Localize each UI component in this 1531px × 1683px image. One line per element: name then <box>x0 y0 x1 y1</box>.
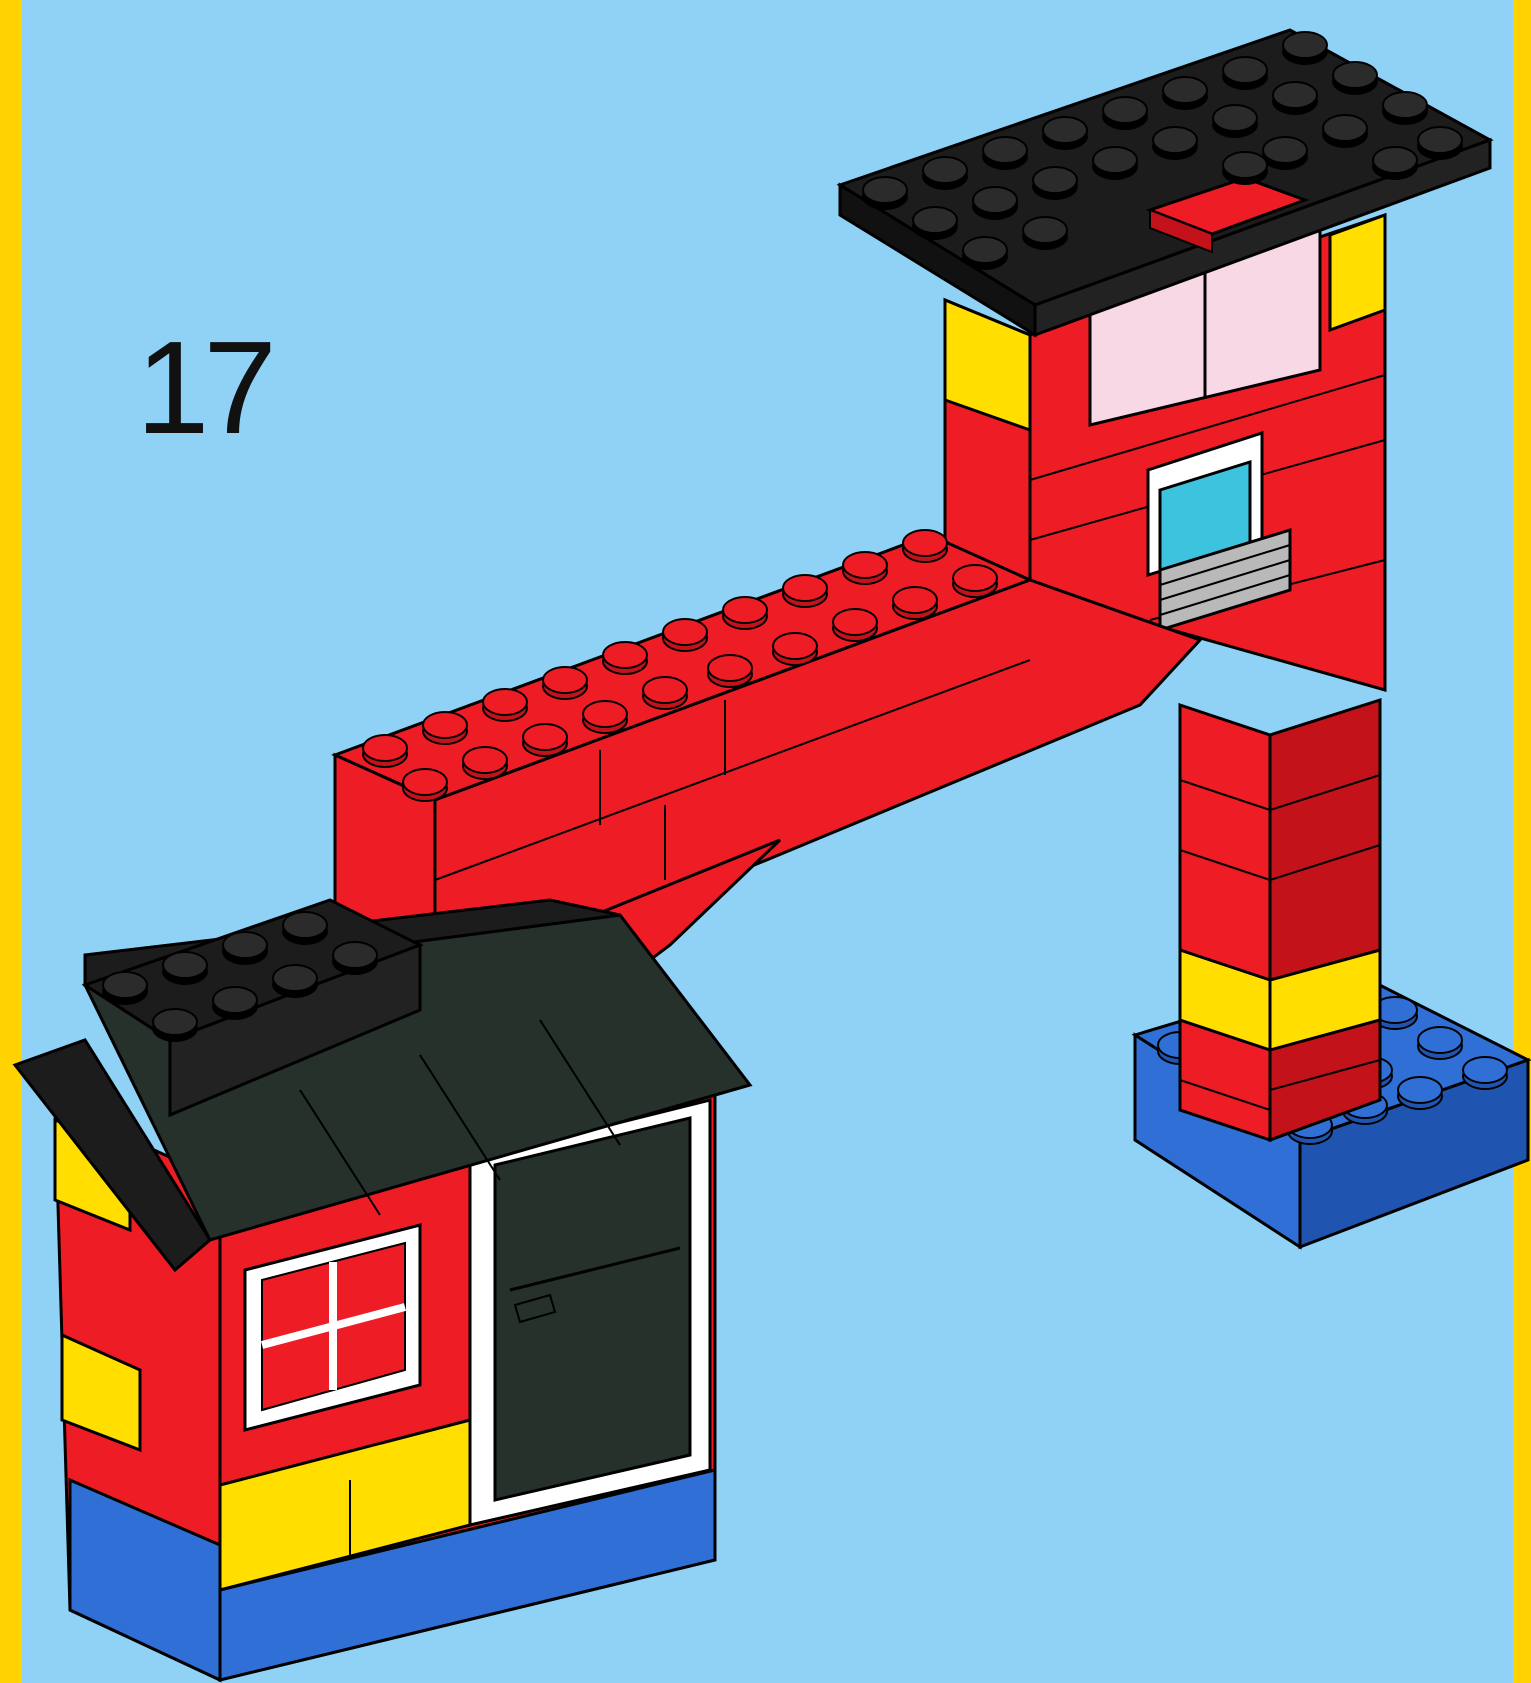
house <box>15 900 750 1680</box>
tower-column <box>1180 700 1380 1140</box>
